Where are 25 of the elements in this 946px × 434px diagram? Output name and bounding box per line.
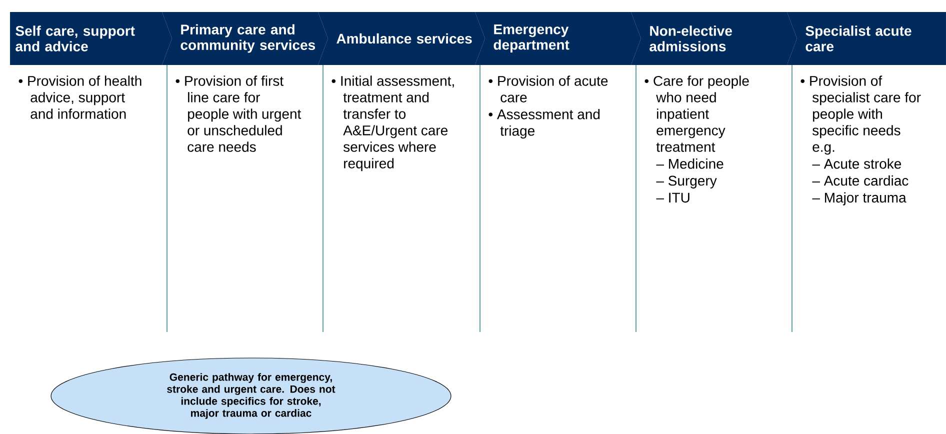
node-label: Specialist acute care [806, 26, 912, 52]
chevron-header: Emergency department [475, 12, 641, 65]
bullet-item: – Surgery [656, 176, 717, 188]
bullet-item: – ITU [656, 192, 690, 203]
chevron-header: Non-elective admissions [631, 12, 797, 65]
bullet-item: • Provision of first line care for people with urgent or unscheduled care needs [176, 76, 302, 152]
chevron-header: Specialist acute care [787, 12, 946, 65]
node-label: Self care, support and advice [16, 26, 135, 52]
bullet-item: – Medicine [656, 158, 724, 169]
bullet-item: – Acute cardiac [812, 175, 908, 186]
bullet-item: • Initial assessment, treatment and transfer to A&E/Urgent care services where required [332, 76, 454, 172]
node-label: Emergency department [494, 24, 570, 53]
node-label: Primary care and community services [180, 24, 316, 53]
bullet-item: – Major trauma [812, 192, 906, 206]
node-label: Ambulance services [336, 33, 472, 44]
chevron-header: Primary care and community services [162, 12, 328, 65]
node-label: Non-elective admissions [650, 26, 732, 52]
bullet-item: • Provision of acute care [488, 76, 608, 102]
bullet-item: • Provision of health advice, support and information [18, 76, 142, 119]
bullet-item: • Assessment and triage [488, 109, 600, 139]
chevron-header: Ambulance services [318, 12, 485, 65]
bullet-item: – Acute stroke [812, 158, 902, 169]
bullet-item: • Care for people who need inpatient emergency treatment [644, 76, 749, 152]
chevron-header: Self care, support and advice [10, 12, 172, 65]
bullet-item: • Provision of specialist care for people with specific needs e.g. [800, 76, 921, 155]
